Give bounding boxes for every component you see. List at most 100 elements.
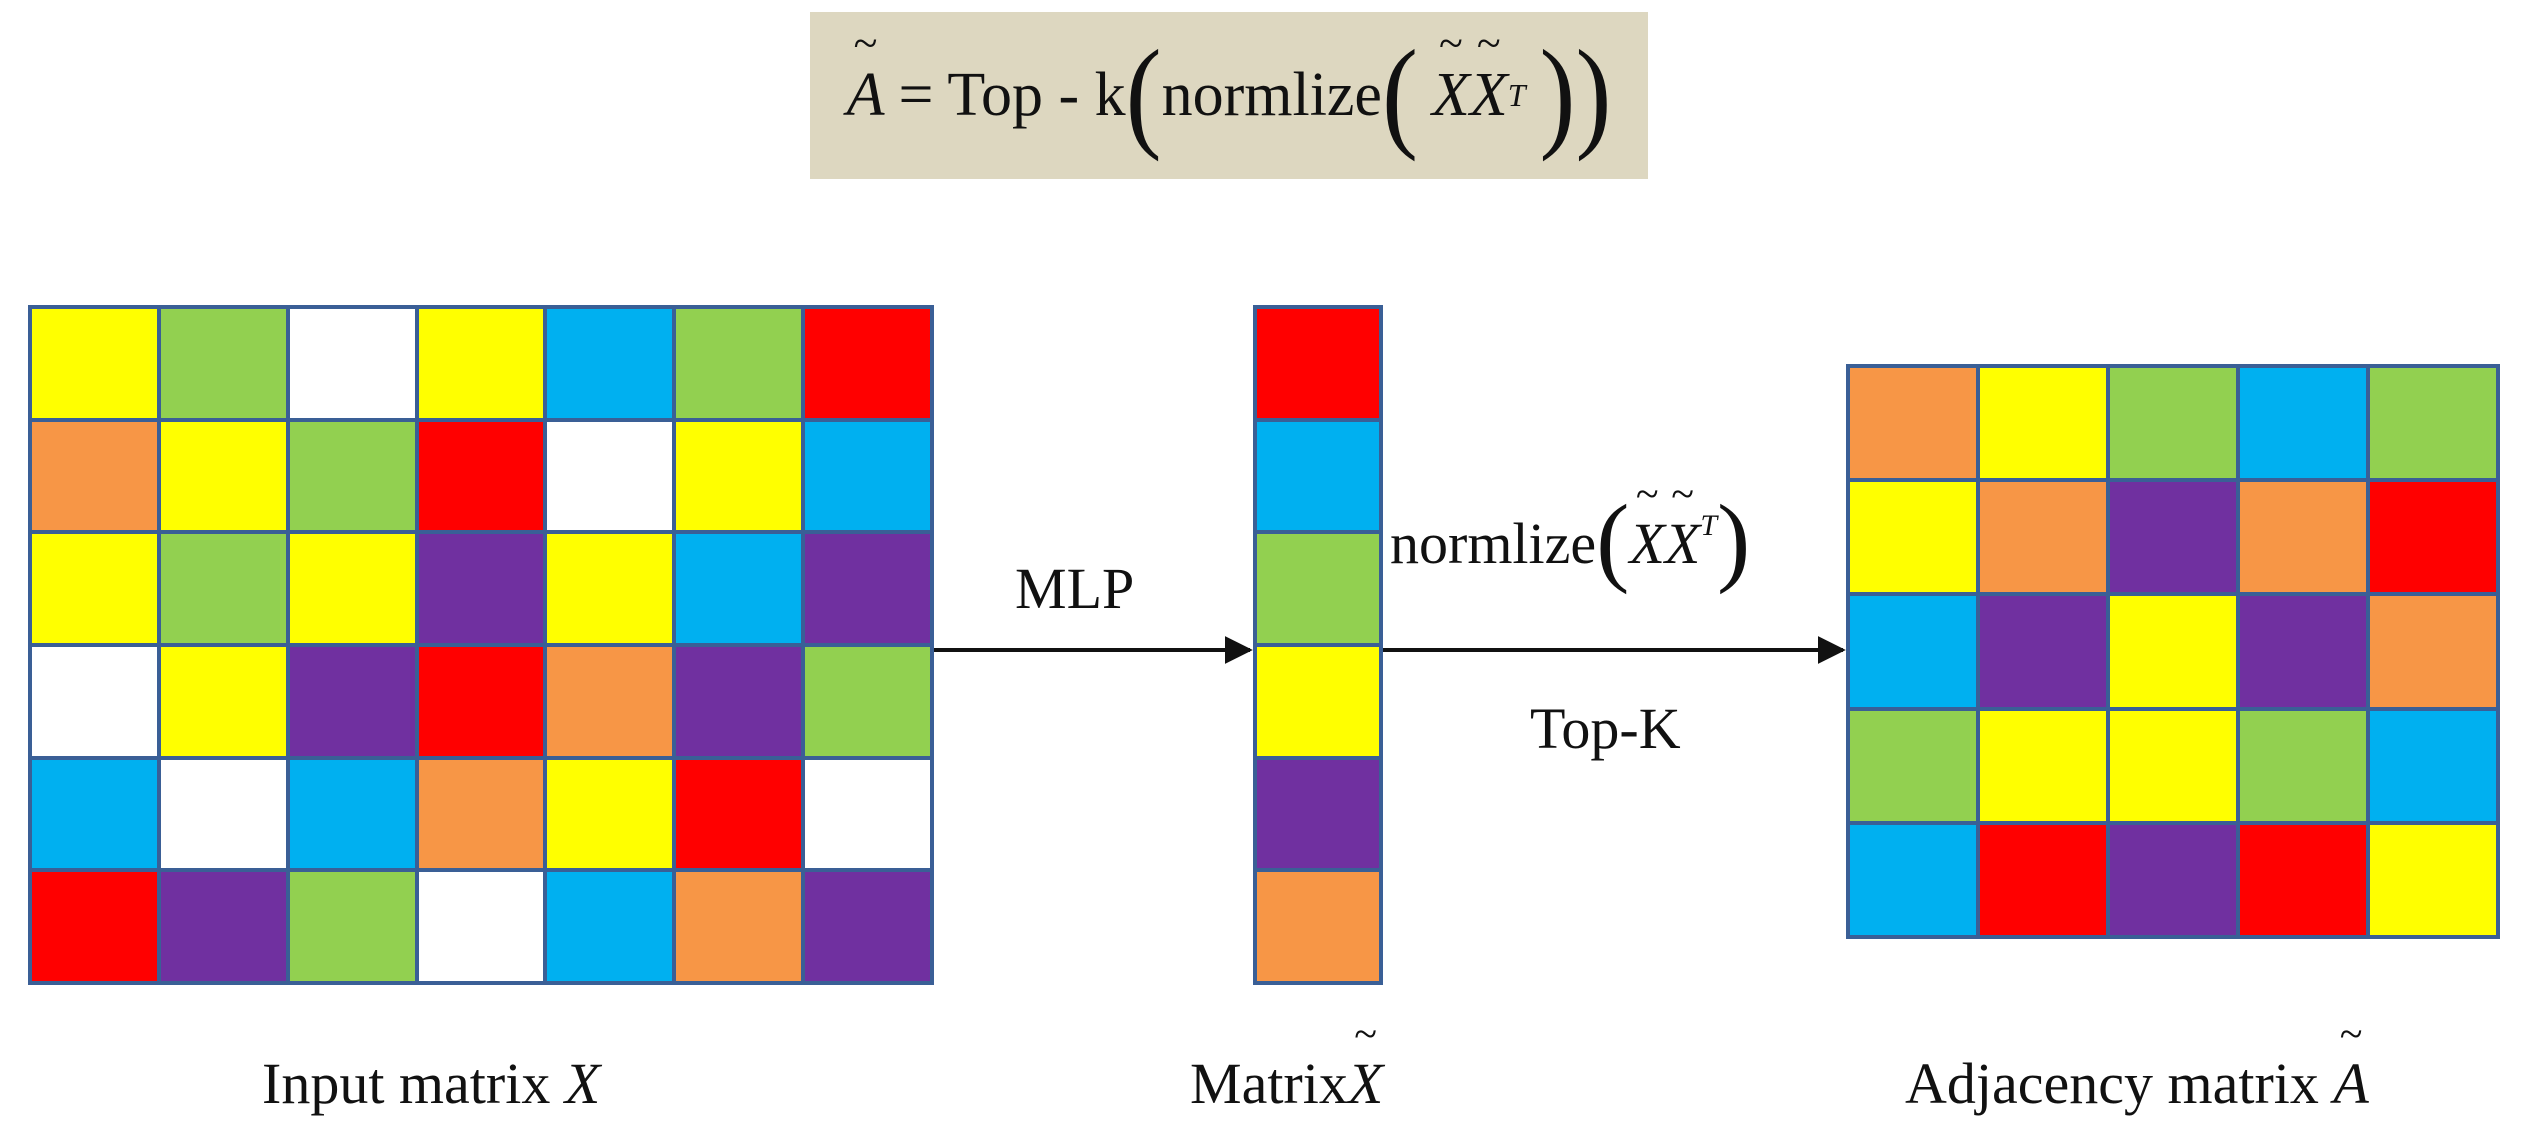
input-cell (32, 759, 157, 869)
adjacency-cell (2110, 368, 2236, 479)
input-cell (676, 646, 802, 756)
input-cell (32, 534, 157, 643)
input-cell (805, 646, 930, 756)
formula-transpose: T (1507, 77, 1526, 113)
formula-equals: = (898, 61, 934, 129)
input-cell (547, 534, 673, 643)
edge-open-paren: ( (1596, 484, 1630, 595)
formula-close-paren-inner: ) (1539, 26, 1576, 164)
edge-formula: normlize(~X~XT) (1390, 472, 1751, 595)
input-matrix (28, 305, 934, 985)
caption-adjacency-matrix: Adjacency matrix ~A (1905, 1012, 2369, 1116)
input-cell (418, 421, 544, 531)
input-cell (160, 646, 286, 756)
adjacency-cell (2240, 710, 2366, 821)
input-cell (32, 309, 157, 418)
adjacency-matrix (1846, 364, 2500, 939)
adjacency-cell (1980, 596, 2106, 707)
input-cell (805, 309, 930, 418)
formula-close-paren: ) (1575, 26, 1612, 164)
caption-matrix-x-tilde: Matrix~X (1190, 1012, 1384, 1116)
adjacency-cell (1850, 596, 1976, 707)
adjacency-cell (2370, 368, 2496, 479)
edge-var1: ~X (1629, 472, 1665, 576)
input-cell (289, 759, 415, 869)
input-cell (676, 759, 802, 869)
adjacency-cell (2240, 596, 2366, 707)
formula-var1: ~X (1431, 19, 1470, 130)
adjacency-cell (2110, 482, 2236, 593)
input-cell (805, 759, 930, 869)
adjacency-cell (1980, 824, 2106, 935)
formula-lhs: ~A (846, 19, 885, 130)
adjacency-cell (2370, 596, 2496, 707)
input-cell (418, 534, 544, 643)
adjacency-cell (1850, 710, 1976, 821)
input-cell (160, 872, 286, 981)
input-cell (32, 421, 157, 531)
xtilde-cell (1257, 421, 1379, 531)
input-cell (160, 421, 286, 531)
input-cell (547, 309, 673, 418)
adjacency-cell (1980, 710, 2106, 821)
input-cell (32, 646, 157, 756)
input-cell (547, 421, 673, 531)
input-cell (676, 534, 802, 643)
input-cell (676, 872, 802, 981)
xtilde-cell (1257, 646, 1379, 756)
adjacency-cell (2370, 710, 2496, 821)
input-cell (805, 421, 930, 531)
formula-var2: ~X (1469, 19, 1508, 130)
adjacency-cell (2110, 824, 2236, 935)
input-cell (32, 872, 157, 981)
edge-close-paren: ) (1717, 484, 1751, 595)
adjacency-cell (1980, 482, 2106, 593)
xtilde-cell (1257, 872, 1379, 981)
adjacency-cell (2370, 482, 2496, 593)
formula-open-paren: ( (1125, 26, 1162, 164)
input-cell (676, 309, 802, 418)
adjacency-cell (1980, 368, 2106, 479)
formula-topk: Top - k (947, 61, 1126, 129)
edge-transpose: T (1700, 509, 1718, 542)
adjacency-cell (2370, 824, 2496, 935)
input-cell (547, 646, 673, 756)
caption-input-matrix: Input matrix X (262, 1051, 601, 1116)
edge-var2: ~X (1664, 472, 1701, 576)
adjacency-cell (1850, 482, 1976, 593)
adjacency-cell (2240, 824, 2366, 935)
input-cell (676, 421, 802, 531)
input-cell (418, 759, 544, 869)
mlp-label: MLP (1015, 556, 1135, 621)
input-cell (160, 759, 286, 869)
formula-open-paren-inner: ( (1381, 26, 1418, 164)
xtilde-cell (1257, 309, 1379, 418)
xtilde-cell (1257, 534, 1379, 643)
topk-label: Top-K (1530, 696, 1681, 761)
input-cell (805, 872, 930, 981)
input-cell (289, 872, 415, 981)
input-cell (805, 534, 930, 643)
adjacency-cell (2240, 368, 2366, 479)
input-cell (418, 872, 544, 981)
input-cell (289, 646, 415, 756)
adjacency-cell (1850, 368, 1976, 479)
edge-normalize: normlize (1390, 511, 1597, 576)
adjacency-cell (2110, 710, 2236, 821)
input-cell (547, 759, 673, 869)
adjacency-cell (2240, 482, 2366, 593)
input-cell (418, 646, 544, 756)
formula-normalize: normlize (1161, 61, 1382, 129)
xtilde-cell (1257, 759, 1379, 869)
input-cell (160, 309, 286, 418)
adjacency-cell (1850, 824, 1976, 935)
adjacency-cell (2110, 596, 2236, 707)
input-cell (547, 872, 673, 981)
matrix-x-tilde (1253, 305, 1383, 985)
input-cell (289, 534, 415, 643)
input-cell (289, 309, 415, 418)
input-cell (289, 421, 415, 531)
input-cell (418, 309, 544, 418)
